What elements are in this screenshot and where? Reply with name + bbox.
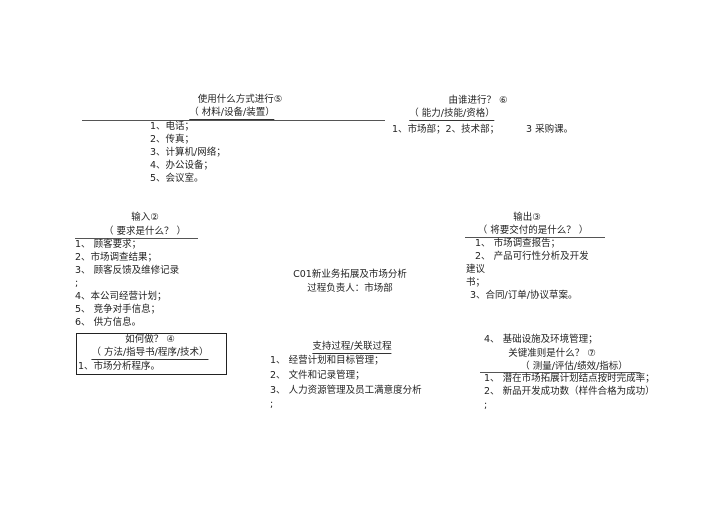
support-item: ; xyxy=(270,399,274,410)
input-item: 1、 顾客要求； xyxy=(75,239,142,250)
input-item: 4、本公司经营计划； xyxy=(75,291,167,302)
input-item: 5、 竞争对手信息； xyxy=(75,304,161,315)
output-item: 2、 产品可行性分析及开发 xyxy=(475,251,589,262)
divider xyxy=(480,372,640,373)
criteria-item: 1、 潜在市场拓展计划结点按时完成率； xyxy=(484,373,655,384)
criteria-item: 2、 新品开发成功数（样件合格为成功） xyxy=(484,386,655,397)
how-subtitle: （ 方法/指导书/程序/技术） xyxy=(91,347,209,360)
resource-item: 1、电话； xyxy=(150,121,195,132)
resource-item: 4、办公设备； xyxy=(150,160,214,171)
output-item: 书； xyxy=(466,277,486,288)
resource-item: 2、传真； xyxy=(150,134,195,145)
who-title: 由谁进行？ ⑥ xyxy=(448,95,508,106)
who-subtitle: （ 能力/技能/资格） xyxy=(409,108,495,121)
input-title: 输入② xyxy=(131,212,159,223)
divider xyxy=(82,120,385,121)
resource-item: 3、计算机/网络； xyxy=(150,147,226,158)
divider xyxy=(75,238,198,239)
input-subtitle: （ 要求是什么？ ） xyxy=(103,226,187,237)
divider xyxy=(465,237,605,238)
support-item: 1、 经营计划和目标管理； xyxy=(270,355,384,366)
support-title: 支持过程/关联过程 xyxy=(312,341,392,354)
who-line: 1、市场部；2、技术部； xyxy=(392,124,500,135)
resources-title: 使用什么方式进行⑤ xyxy=(197,94,283,105)
process-name: C01新业务拓展及市场分析 xyxy=(293,269,407,280)
output-item: 3、合同/订单/协议草案。 xyxy=(470,290,578,301)
support-item: 3、 人力资源管理及员工满意度分析 xyxy=(270,385,422,396)
resource-item: 5、会议室。 xyxy=(150,173,204,184)
how-title: 如何做？ ④ xyxy=(125,334,175,345)
input-item: 3、 顾客反馈及维修记录 xyxy=(75,265,180,276)
criteria-subtitle: （ 测量/评估/绩效/指标） xyxy=(520,361,628,372)
input-item: 6、 供方信息。 xyxy=(75,317,142,328)
process-owner: 过程负责人：市场部 xyxy=(307,283,393,294)
criteria-pre: 4、 基础设施及环境管理； xyxy=(484,334,598,345)
input-item: 2、市场调查结果； xyxy=(75,252,158,263)
input-item: ; xyxy=(75,278,79,289)
output-item: 1、 市场调查报告； xyxy=(475,238,561,249)
output-subtitle: （ 将要交付的是什么？ ） xyxy=(477,225,589,236)
how-item: 1、市场分析程序。 xyxy=(78,361,161,372)
support-item: 2、 文件和记录管理； xyxy=(270,370,365,381)
how-box xyxy=(76,333,227,375)
resources-subtitle: （ 材料/设备/装置） xyxy=(189,107,275,120)
criteria-title: 关键准则是什么？ ⑦ xyxy=(508,348,596,359)
criteria-item: ; xyxy=(484,400,488,411)
output-title: 输出③ xyxy=(513,212,541,223)
who-line2: 3 采购课。 xyxy=(526,124,574,135)
output-item: 建议 xyxy=(466,264,486,275)
